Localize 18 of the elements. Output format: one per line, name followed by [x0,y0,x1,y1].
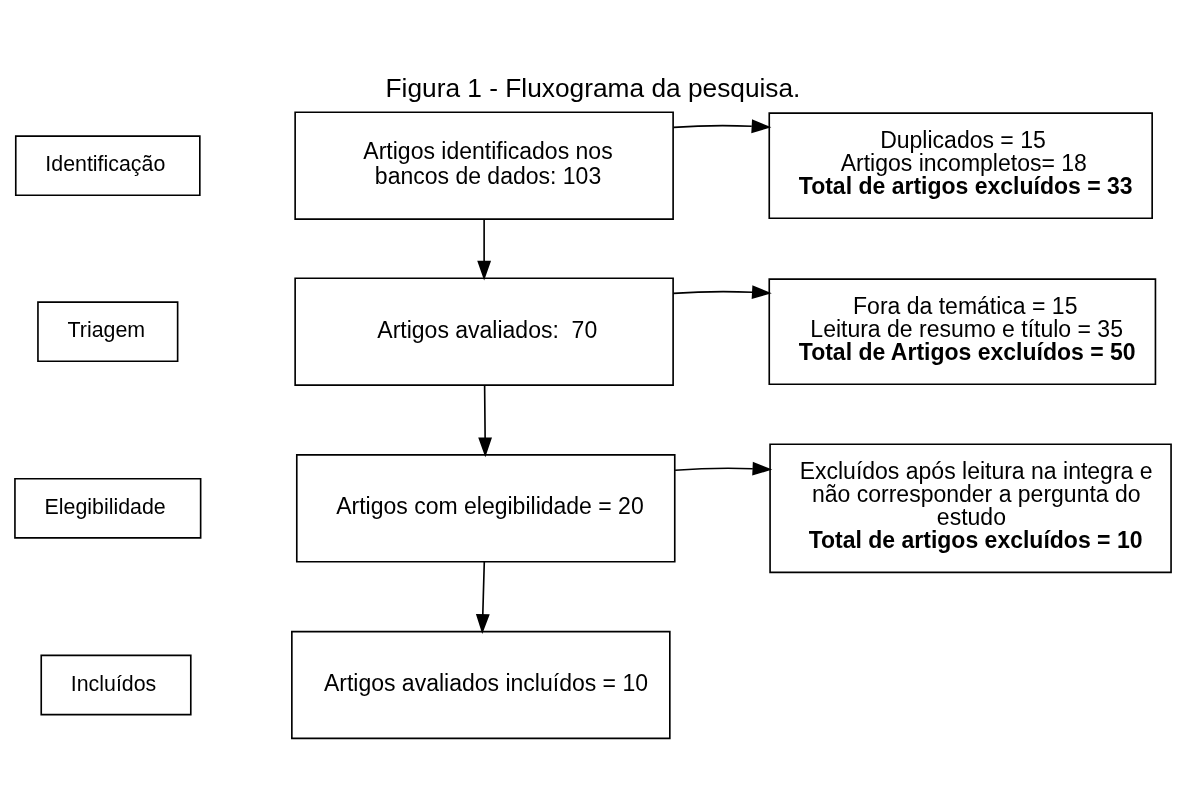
node-box: Duplicados = 15 Artigos incompletos= 18 Total de artigos excluídos = 33 [768,111,1153,219]
node-box: Excluídos após leitura na integra e não corresponder a pergunta do estudo Total de artigos excluídos = 10 [769,442,1172,573]
node-box: Fora da temática = 15 Leitura de resumo e título = 35 Total de Artigos excluídos = 50 [768,277,1157,385]
node-box: Artigos identificados nos bancos de dados: 103 [294,111,674,220]
node-box: Incluídos [40,654,192,715]
arrow [672,284,772,299]
node-box: Elegibilidade [14,477,202,539]
arrow [672,118,772,133]
arrow [475,560,490,634]
node-box: Identificação [14,134,201,196]
node-box: Artigos com elegibilidade = 20 [295,453,676,563]
node-box: Artigos avaliados incluídos = 10 [291,630,671,739]
arrow [478,384,493,457]
diagram-title: Figura 1 - Fluxograma da pesquisa. [385,72,801,103]
node-box: Artigos avaliados: 70 [294,276,674,386]
arrow [477,217,492,281]
arrow [674,461,773,476]
node-box: Triagem [37,300,179,362]
